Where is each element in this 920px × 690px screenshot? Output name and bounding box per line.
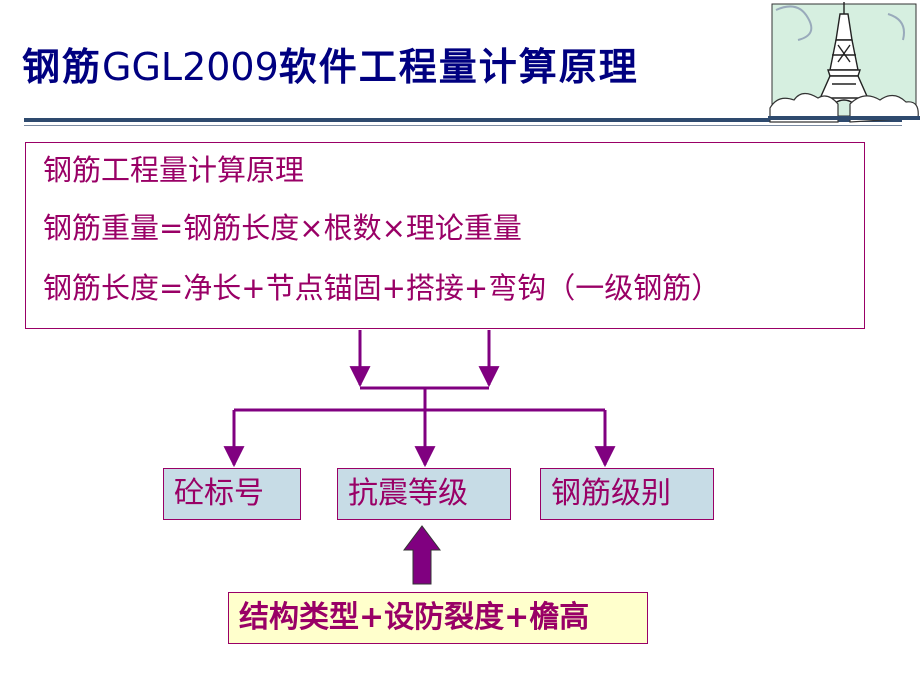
title-suffix: 软件工程量计算原理	[278, 44, 639, 89]
title-latin: GGL2009	[102, 45, 279, 89]
fat-up-arrow	[403, 525, 441, 585]
category-rebar-grade: 钢筋级别	[540, 468, 714, 520]
category-concrete-grade: 砼标号	[163, 468, 301, 520]
factor-box: 结构类型+设防裂度+檐高	[228, 592, 648, 644]
title-prefix: 钢筋	[22, 44, 103, 89]
formula-line-length: 钢筋长度=净长+节点锚固+搭接+弯钩（一级钢筋）	[43, 271, 721, 305]
category-seismic-grade: 抗震等级	[337, 468, 511, 520]
formula-box: 钢筋工程量计算原理 钢筋重量=钢筋长度×根数×理论重量 钢筋长度=净长+节点锚固…	[25, 142, 865, 329]
formula-line-principle: 钢筋工程量计算原理	[43, 153, 305, 187]
formula-line-weight: 钢筋重量=钢筋长度×根数×理论重量	[43, 211, 522, 245]
slide-title: 钢筋GGL2009软件工程量计算原理	[22, 36, 639, 91]
eiffel-tower-clipart	[768, 2, 920, 123]
title-underline-thick	[24, 118, 902, 122]
title-underline-thin	[24, 125, 902, 126]
